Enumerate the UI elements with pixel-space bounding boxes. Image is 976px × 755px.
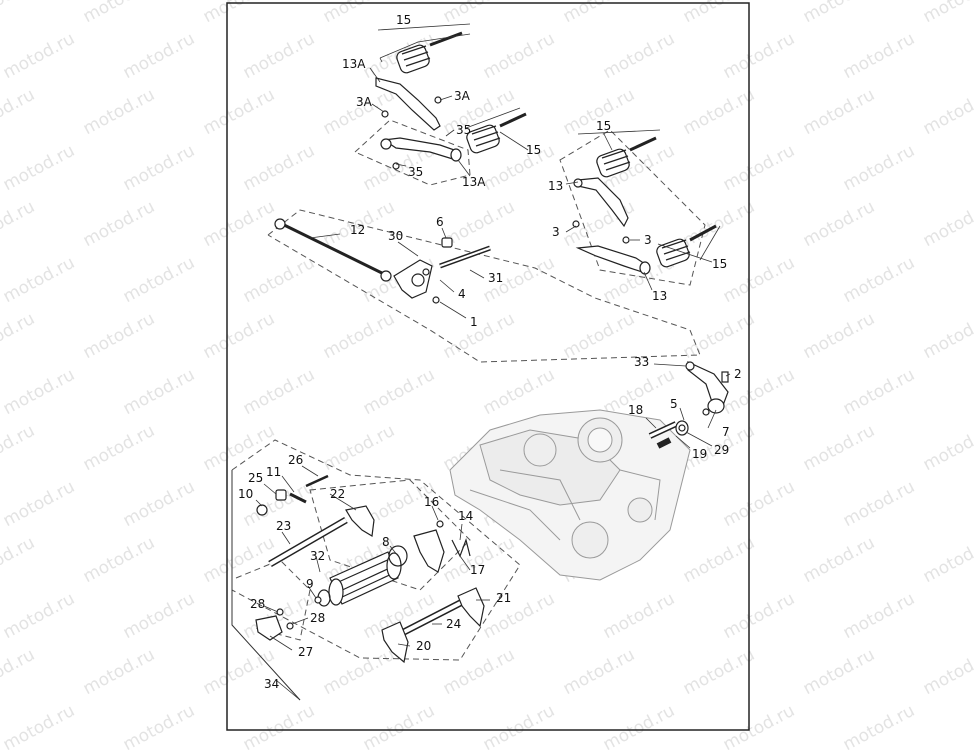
callout-31: 31 bbox=[488, 271, 504, 285]
diagram-frame bbox=[226, 2, 750, 731]
callout-7: 7 bbox=[722, 425, 730, 439]
callout-3: 3 bbox=[552, 225, 560, 239]
assembly-outline-upper bbox=[267, 119, 706, 363]
detent-parts bbox=[256, 474, 471, 630]
shift-fork-shaft-23 bbox=[268, 516, 348, 568]
callout-21: 21 bbox=[496, 591, 512, 605]
callout-13A: 13A bbox=[462, 175, 486, 189]
callout-34: 34 bbox=[264, 677, 280, 691]
callout-3: 3 bbox=[644, 233, 652, 247]
callout-8: 8 bbox=[382, 535, 390, 549]
callout-35: 35 bbox=[408, 165, 424, 179]
callout-5: 5 bbox=[670, 397, 678, 411]
callout-3A: 3A bbox=[356, 95, 372, 109]
callout-2: 2 bbox=[734, 367, 742, 381]
shift-forks bbox=[255, 505, 485, 664]
shifter-lever-13 bbox=[572, 136, 717, 275]
callout-35: 35 bbox=[456, 123, 472, 137]
shifter-lever-13A bbox=[375, 31, 527, 170]
callout-33: 33 bbox=[634, 355, 650, 369]
callout-27: 27 bbox=[298, 645, 314, 659]
callout-26: 26 bbox=[288, 453, 304, 467]
callout-13: 13 bbox=[652, 289, 668, 303]
callout-28: 28 bbox=[250, 597, 266, 611]
callout-30: 30 bbox=[388, 229, 404, 243]
assembly-outline-lower bbox=[231, 439, 521, 661]
shift-fork-shaft-24 bbox=[398, 594, 472, 638]
callout-15: 15 bbox=[396, 13, 412, 27]
callout-14: 14 bbox=[458, 509, 474, 523]
callout-11: 11 bbox=[266, 465, 282, 479]
callout-15: 15 bbox=[526, 143, 542, 157]
callout-29: 29 bbox=[714, 443, 730, 457]
leader-lines bbox=[255, 23, 731, 701]
callout-10: 10 bbox=[238, 487, 254, 501]
shift-rod-12 bbox=[274, 218, 392, 282]
callout-23: 23 bbox=[276, 519, 292, 533]
callout-32: 32 bbox=[310, 549, 326, 563]
callout-4: 4 bbox=[458, 287, 466, 301]
callout-15: 15 bbox=[712, 257, 728, 271]
callout-16: 16 bbox=[424, 495, 440, 509]
callout-18: 18 bbox=[628, 403, 644, 417]
callout-28: 28 bbox=[310, 611, 326, 625]
crankcase bbox=[449, 409, 691, 581]
callout-19: 19 bbox=[692, 447, 708, 461]
callout-13A: 13A bbox=[342, 57, 366, 71]
outline-34-bracket bbox=[231, 470, 301, 701]
callout-17: 17 bbox=[470, 563, 486, 577]
callout-25: 25 bbox=[248, 471, 264, 485]
callout-13: 13 bbox=[548, 179, 564, 193]
callout-3A: 3A bbox=[454, 89, 470, 103]
shift-lever-30 bbox=[393, 237, 491, 304]
callout-1: 1 bbox=[470, 315, 478, 329]
callout-9: 9 bbox=[306, 577, 314, 591]
callout-22: 22 bbox=[330, 487, 346, 501]
callout-15: 15 bbox=[596, 119, 612, 133]
parts-diagram bbox=[226, 2, 750, 731]
shift-drum-32 bbox=[317, 545, 408, 607]
callout-20: 20 bbox=[416, 639, 432, 653]
callout-12: 12 bbox=[350, 223, 366, 237]
callout-24: 24 bbox=[446, 617, 462, 631]
callout-6: 6 bbox=[436, 215, 444, 229]
shifter-shaft-33 bbox=[648, 361, 729, 449]
